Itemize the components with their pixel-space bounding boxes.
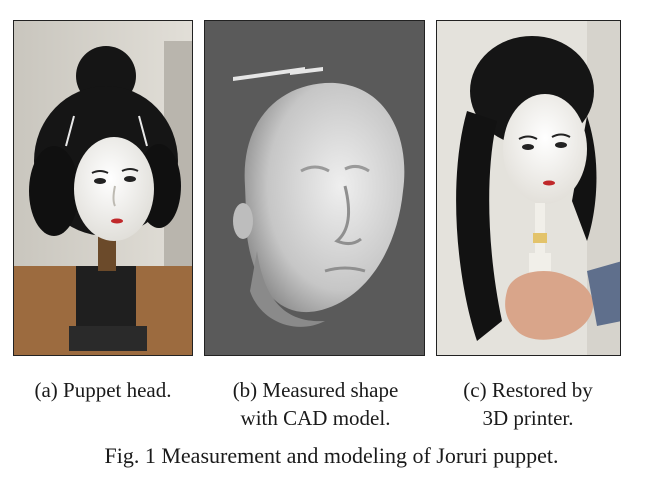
restored-head-illustration bbox=[437, 21, 620, 355]
caption-line: (b) Measured shape bbox=[232, 378, 399, 402]
cad-head-illustration bbox=[205, 21, 424, 355]
cad-model-render bbox=[204, 20, 425, 356]
puppet-head-photo bbox=[13, 20, 193, 356]
caption-line: (c) Restored by bbox=[463, 378, 593, 402]
caption-line: (a) Puppet head. bbox=[34, 378, 172, 402]
figure-caption: Fig. 1 Measurement and modeling of Jorur… bbox=[104, 443, 559, 468]
caption-line: 3D printer. bbox=[482, 406, 574, 430]
restored-head-photo bbox=[436, 20, 621, 356]
puppet-head-illustration bbox=[14, 21, 192, 355]
caption-panel-b: (b) Measured shape with CAD model. bbox=[203, 376, 428, 432]
caption-panel-a: (a) Puppet head. bbox=[10, 376, 196, 404]
caption-line: with CAD model. bbox=[240, 406, 391, 430]
caption-panel-c: (c) Restored by 3D printer. bbox=[433, 376, 623, 432]
